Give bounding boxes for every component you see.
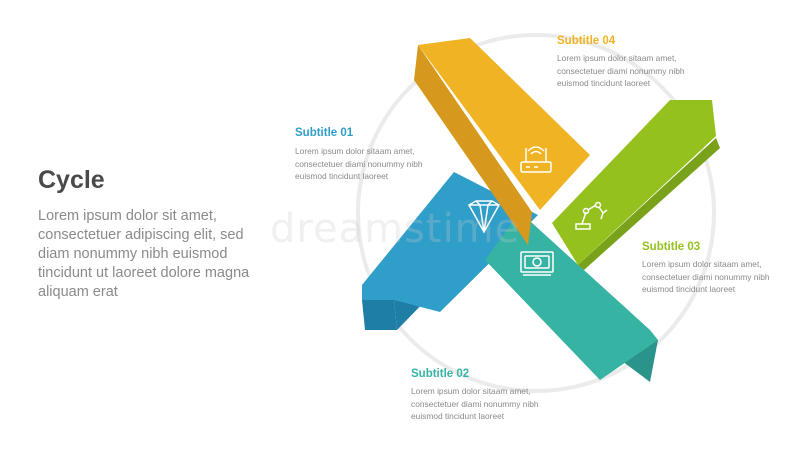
step-04-subtitle: Subtitle 04 xyxy=(557,35,616,47)
step-02-body: Lorem ipsum dolor sitaam amet, consectet… xyxy=(411,386,539,422)
step-01-subtitle: Subtitle 01 xyxy=(295,127,354,139)
step-02-subtitle: Subtitle 02 xyxy=(411,368,470,380)
arrow-step-01 xyxy=(362,172,538,330)
page-description: Lorem ipsum dolor sit amet, consectetuer… xyxy=(38,208,250,300)
step-04-body: Lorem ipsum dolor sitaam amet, consectet… xyxy=(557,53,685,89)
arrow-step-02 xyxy=(485,212,658,382)
arrow-step-03 xyxy=(552,100,720,270)
step-03-subtitle: Subtitle 03 xyxy=(642,241,701,253)
arrow-step-04 xyxy=(414,38,590,245)
router-icon xyxy=(520,146,552,173)
cycle-ring xyxy=(356,33,716,393)
step-03-body: Lorem ipsum dolor sitaam amet, consectet… xyxy=(642,259,770,295)
page-title: Cycle xyxy=(38,166,105,194)
watermark: dreamstime xyxy=(270,206,521,252)
robot-arm-icon xyxy=(575,201,608,230)
money-icon xyxy=(520,251,554,276)
diamond-icon xyxy=(467,200,501,234)
step-01-body: Lorem ipsum dolor sitaam amet, consectet… xyxy=(295,146,423,182)
